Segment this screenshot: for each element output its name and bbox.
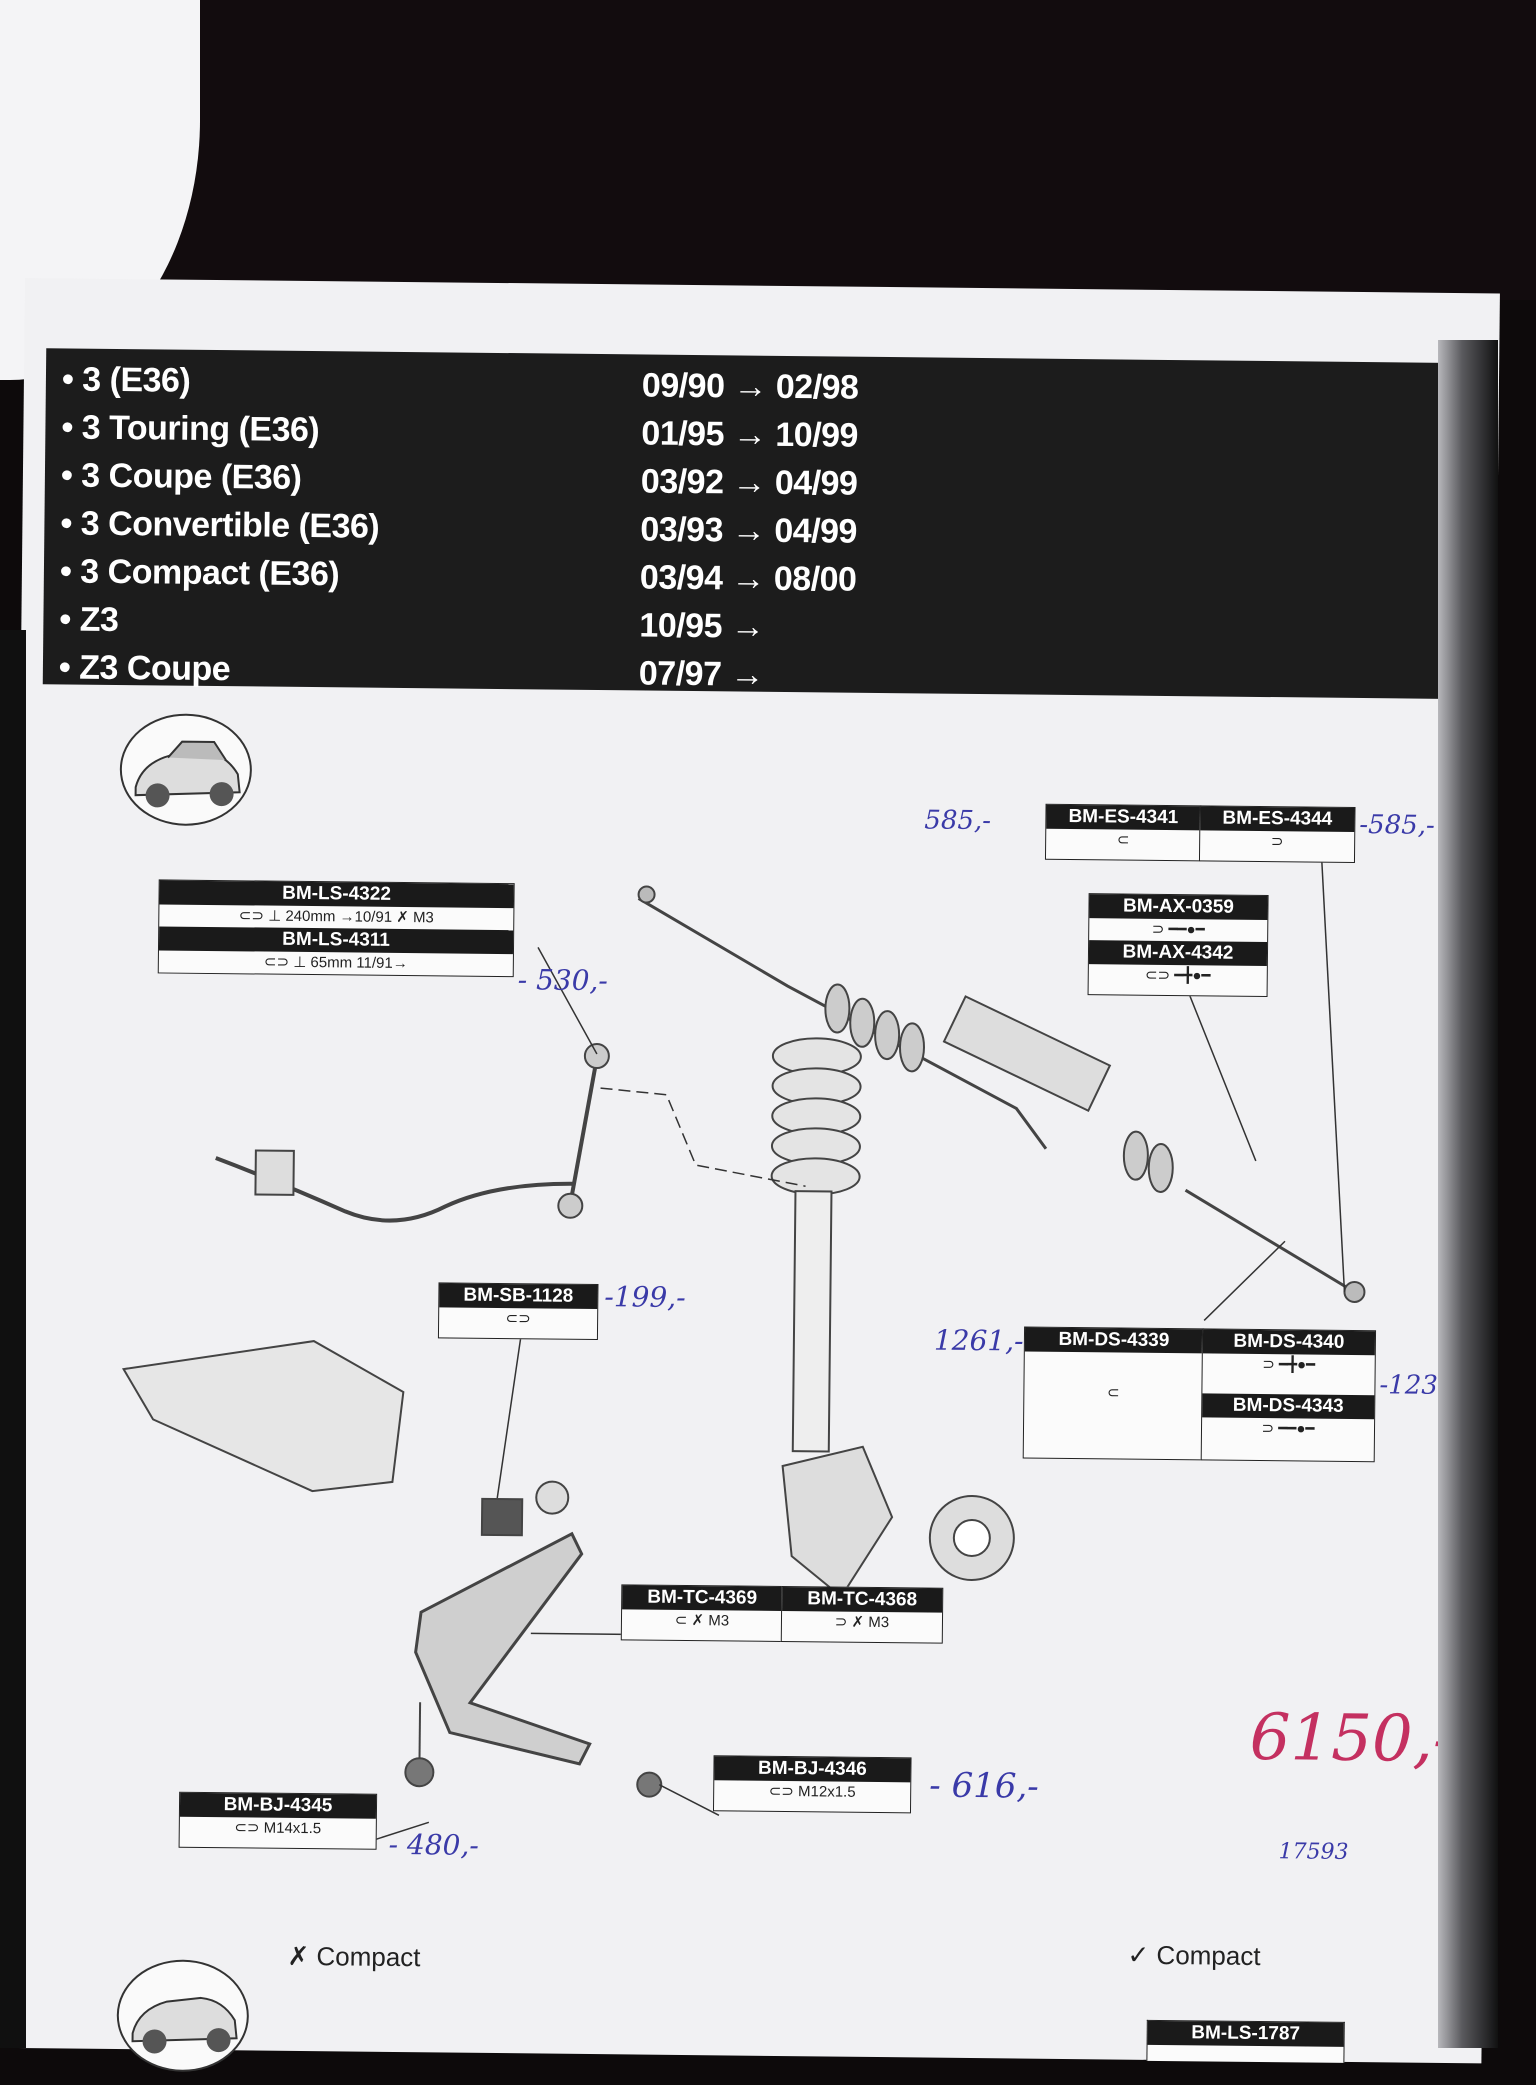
catalog-page: • 3 (E36) 09/90 → 02/98 • 3 Touring (E36… — [6, 278, 1500, 2073]
handwritten-price: 1261,- — [933, 1323, 1024, 1358]
handwritten-total: 6150,- — [1249, 1700, 1455, 1778]
part-box-es-4344: BM-ES-4344 ⊃ — [1198, 805, 1356, 863]
car-icon — [119, 713, 253, 827]
part-spec: ⊃ ✗ M3 — [834, 1613, 890, 1632]
side-tab — [0, 630, 26, 2048]
part-code: BM-ES-4344 — [1200, 806, 1355, 832]
part-spec: ⊂ — [1116, 831, 1130, 849]
part-box-es-4341: BM-ES-4341 ⊂ — [1044, 803, 1202, 862]
car-icon — [116, 1959, 250, 2073]
part-code: BM-BJ-4345 — [179, 1792, 377, 1819]
part-box-tc-4369: BM-TC-4369 ⊂ ✗ M3 — [620, 1584, 784, 1643]
part-code: BM-LS-1787 — [1147, 2020, 1344, 2047]
handwritten-price: - 530,- — [517, 963, 609, 998]
part-box-ds-4339: BM-DS-4339 ⊂ — [1022, 1326, 1205, 1461]
part-spec: ⊂⊃ — [505, 1310, 531, 1328]
part-code: BM-AX-0359 — [1089, 894, 1268, 921]
handwritten-price: 585,- — [924, 805, 992, 837]
handwritten-price: -585,- — [1359, 810, 1435, 841]
part-spec: ⊃ ━╋●━ — [1262, 1356, 1316, 1374]
part-code: BM-BJ-4346 — [714, 1756, 911, 1783]
part-box-ls-1787: BM-LS-1787 — [1146, 2019, 1345, 2063]
page-spine-shadow — [1438, 340, 1498, 2048]
part-box-bj-4345: BM-BJ-4345 ⊂⊃ M14x1.5 — [178, 1791, 378, 1850]
part-spec: ⊃ — [1270, 833, 1284, 851]
part-spec: ⊂⊃ ⊥ 65mm 11/91→ — [263, 953, 408, 973]
part-code: BM-LS-4311 — [158, 926, 514, 955]
part-code: BM-LS-4322 — [159, 880, 514, 909]
handwritten-note: 17593 — [1278, 1839, 1349, 1865]
part-spec: ⊂⊃ M14x1.5 — [234, 1819, 322, 1838]
footer-label-left: ✗ Compact — [287, 1940, 421, 1973]
part-code: BM-TC-4368 — [782, 1587, 943, 1613]
part-code: BM-ES-4341 — [1046, 804, 1201, 831]
handwritten-price: - 480,- — [388, 1827, 479, 1862]
part-spec: ⊃ ━━●━ — [1261, 1420, 1315, 1438]
part-box-sb-1128: BM-SB-1128 ⊂⊃ — [437, 1282, 599, 1341]
part-box-bj-4346: BM-BJ-4346 ⊂⊃ M12x1.5 — [712, 1755, 912, 1814]
handwritten-price: - 616,- — [929, 1765, 1039, 1807]
part-spec: ⊂⊃ M12x1.5 — [768, 1782, 856, 1801]
part-code: BM-AX-4342 — [1088, 940, 1268, 967]
handwritten-price: -199,- — [604, 1280, 686, 1314]
part-box-ls-4322-4311: BM-LS-4322 ⊂⊃ ⊥ 240mm →10/91 ✗ M3 BM-LS-… — [157, 879, 515, 978]
part-code: BM-TC-4369 — [622, 1585, 783, 1612]
part-spec: ⊃ ━━●━ — [1151, 920, 1205, 939]
dark-background — [0, 0, 1536, 300]
part-code: BM-DS-4340 — [1202, 1329, 1376, 1356]
part-code: BM-SB-1128 — [439, 1283, 598, 1310]
part-box-ax-0359-4342: BM-AX-0359 ⊃ ━━●━ BM-AX-4342 ⊂⊃ ━╋●━ — [1087, 893, 1269, 998]
part-code: BM-DS-4343 — [1202, 1393, 1375, 1420]
suspension-diagram — [121, 847, 1366, 1853]
part-box-tc-4368: BM-TC-4368 ⊃ ✗ M3 — [780, 1585, 944, 1644]
part-spec: ⊂ ✗ M3 — [674, 1611, 730, 1630]
part-box-ds-4340-4343: BM-DS-4340 ⊃ ━╋●━ BM-DS-4343 ⊃ ━━●━ — [1200, 1328, 1377, 1463]
footer-label-right: ✓ Compact — [1127, 1939, 1261, 1972]
part-code: BM-DS-4339 — [1024, 1327, 1204, 1354]
part-spec: ⊂ — [1106, 1384, 1120, 1402]
part-spec: ⊂⊃ ━╋●━ — [1144, 966, 1211, 985]
